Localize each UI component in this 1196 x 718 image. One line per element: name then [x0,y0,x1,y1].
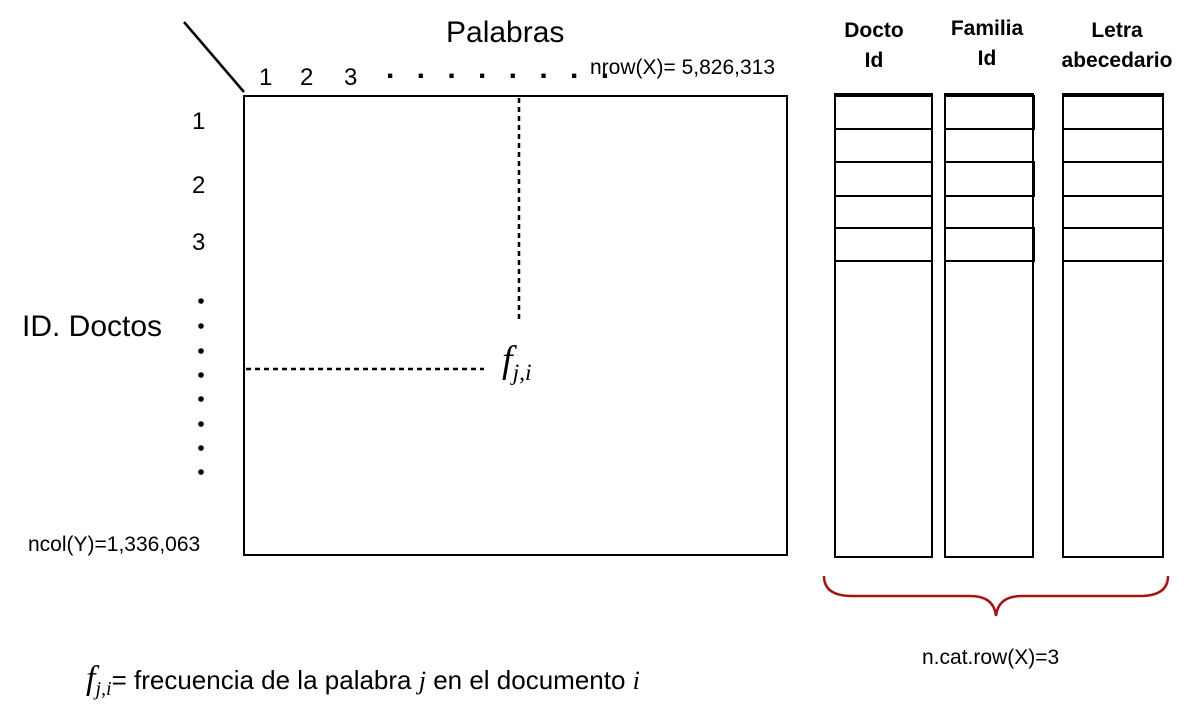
row-dots [198,298,204,475]
legend-text-part1: = frecuencia de la palabra [111,665,419,695]
row-number-2: 2 [192,172,206,199]
category-cell [1062,95,1164,130]
col-header-docto: Docto Id [834,16,914,76]
category-cell [834,227,933,262]
row-number-1: 1 [192,108,206,135]
category-column-familia [944,93,1035,558]
category-cell [834,161,933,197]
col-header-familia-line2: Id [977,47,997,70]
category-cell [944,161,1035,197]
category-cell [944,95,1035,130]
legend-var-j: j [418,666,426,695]
cell-formula-symbol: f [502,339,513,381]
nrow-label: nrow(X)= 5,826,313 [590,56,776,79]
col-header-docto-line1: Docto [844,19,904,42]
category-cell [944,227,1035,262]
ncol-label: ncol(Y)=1,336,063 [28,533,201,556]
category-cell [1062,227,1164,262]
words-axis-label: Palabras [446,16,565,49]
col-dots: . . . . . . . . [386,52,617,85]
row-number-3: 3 [192,229,206,256]
brace-label: n.cat.row(X)=3 [922,646,1060,669]
category-column-docto [834,93,933,558]
col-header-docto-line2: Id [864,49,884,72]
legend-var-i: i [632,666,640,695]
category-brace [822,575,1170,617]
docs-axis-label: ID. Doctos [22,310,163,343]
col-header-letra-line1: Letra [1091,19,1143,42]
legend-symbol: f [86,660,96,697]
col-number-1: 1 [259,64,273,91]
category-cell [834,95,933,130]
legend-text-part2: en el documento [425,665,633,695]
frequency-matrix [243,95,788,556]
col-number-3: 3 [344,64,358,91]
col-header-familia: Familia Id [942,14,1032,74]
legend-subscript: j,i [95,678,112,701]
cell-formula: fj,i [502,338,532,386]
col-header-familia-line1: Familia [950,17,1024,40]
category-column-letra [1062,93,1164,558]
col-header-letra: Letra abecedario [1052,16,1182,76]
cell-formula-subscript: j,i [512,359,532,386]
legend-formula: fj,i= frecuencia de la palabra j en el d… [86,660,640,701]
category-cell [1062,161,1164,197]
col-number-2: 2 [300,64,314,91]
col-header-letra-line2: abecedario [1061,49,1173,72]
